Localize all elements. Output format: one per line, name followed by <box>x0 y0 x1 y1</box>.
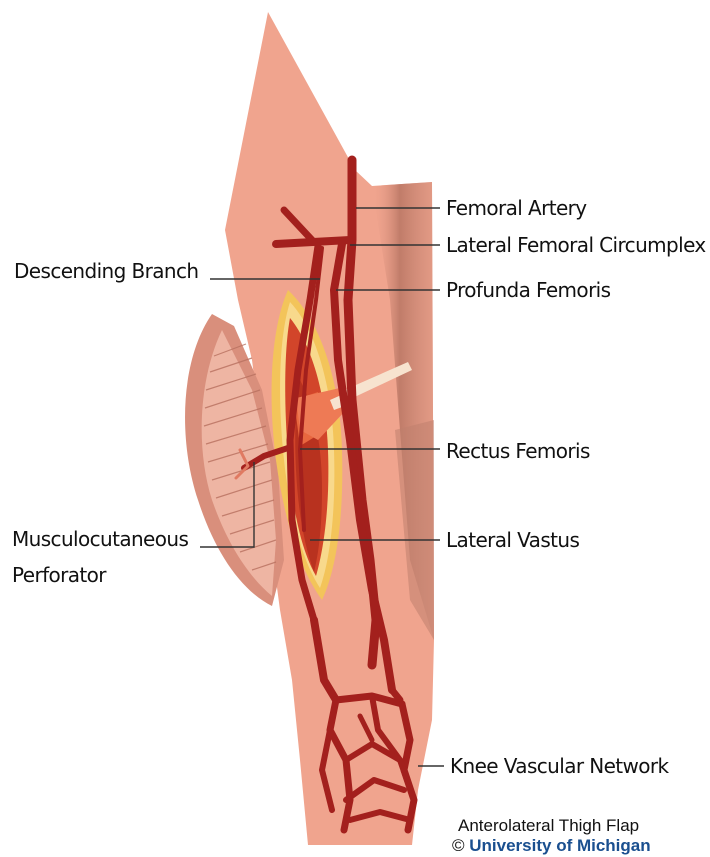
institution-link[interactable]: University of Michigan <box>469 836 650 855</box>
label-lateral-femoral-circumplex: Lateral Femoral Circumplex <box>446 233 706 257</box>
credit-title: Anterolateral Thigh Flap <box>458 816 639 836</box>
credit-line: © University of Michigan <box>452 836 651 856</box>
label-perforator: Perforator <box>12 563 106 587</box>
label-lateral-vastus: Lateral Vastus <box>446 528 579 552</box>
label-descending-branch: Descending Branch <box>14 259 198 283</box>
leader-perforator <box>200 462 254 547</box>
label-knee-vascular-network: Knee Vascular Network <box>450 754 669 778</box>
label-musculocutaneous: Musculocutaneous <box>12 527 188 551</box>
label-profunda-femoris: Profunda Femoris <box>446 278 610 302</box>
label-rectus-femoris: Rectus Femoris <box>446 439 590 463</box>
label-femoral-artery: Femoral Artery <box>446 196 587 220</box>
copyright-symbol: © <box>452 836 465 855</box>
